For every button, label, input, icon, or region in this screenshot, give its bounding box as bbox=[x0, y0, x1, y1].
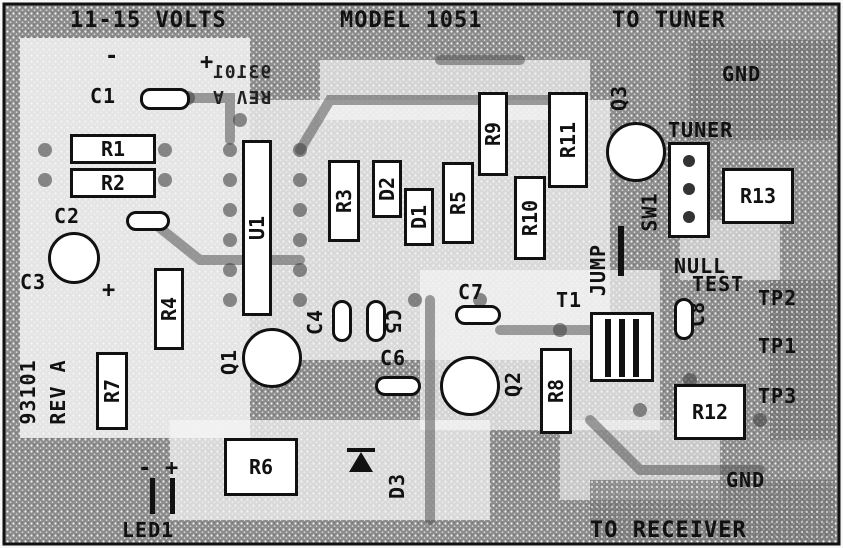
c1-label: C1 bbox=[90, 84, 117, 108]
r8: R8 bbox=[540, 348, 572, 434]
board-id-line1: 93101 bbox=[16, 359, 40, 425]
r10-label: R10 bbox=[518, 199, 542, 237]
r1-label: R1 bbox=[100, 137, 126, 161]
c3-label: C3 bbox=[20, 270, 47, 294]
r9-label: R9 bbox=[481, 121, 505, 147]
d3-label: D3 bbox=[385, 472, 410, 500]
q1-body bbox=[242, 328, 302, 388]
r3-label: R3 bbox=[332, 188, 356, 214]
d2-label: D2 bbox=[375, 176, 399, 202]
r10: R10 bbox=[514, 176, 546, 260]
d3-symbol bbox=[346, 440, 376, 480]
r7: R7 bbox=[96, 352, 128, 430]
r12-label: R12 bbox=[691, 400, 729, 424]
d1-label: D1 bbox=[407, 204, 431, 230]
led-minus-mark: - bbox=[138, 456, 153, 481]
c5-body bbox=[366, 300, 386, 342]
r12: R12 bbox=[674, 384, 746, 440]
null-label: NULL bbox=[674, 254, 727, 278]
u1-label: U1 bbox=[245, 215, 269, 241]
tp1-label: TP1 bbox=[758, 334, 798, 358]
mirror-text-line2: REV A bbox=[212, 86, 272, 107]
t1-label: T1 bbox=[556, 288, 583, 312]
c8-body bbox=[674, 298, 694, 340]
q3-label: Q3 bbox=[607, 84, 632, 112]
r13-label: R13 bbox=[739, 184, 777, 208]
d2: D2 bbox=[372, 160, 402, 218]
c7-label: C7 bbox=[458, 280, 485, 304]
t1-body bbox=[590, 312, 654, 382]
c4-body bbox=[332, 300, 352, 342]
to-receiver-label: TO RECEIVER bbox=[590, 518, 747, 543]
r4-label: R4 bbox=[157, 296, 181, 322]
led-plus-mark: + bbox=[165, 456, 180, 481]
d1: D1 bbox=[404, 188, 434, 246]
to-tuner-label: TO TUNER bbox=[612, 8, 726, 33]
r5: R5 bbox=[442, 162, 474, 244]
sw1-body[interactable] bbox=[668, 142, 710, 238]
jump-bar bbox=[618, 226, 624, 276]
c6-body bbox=[375, 376, 421, 396]
q1-label: Q1 bbox=[217, 348, 242, 376]
r6-label: R6 bbox=[248, 455, 274, 479]
r7-label: R7 bbox=[100, 378, 124, 404]
r11-label: R11 bbox=[556, 121, 580, 159]
r2: R2 bbox=[70, 168, 156, 198]
mirror-text-line1: 93101 bbox=[212, 62, 272, 83]
c7-body bbox=[455, 305, 501, 325]
gnd-top-label: GND bbox=[722, 62, 762, 86]
led1-label: LED1 bbox=[122, 518, 175, 542]
u1: U1 bbox=[242, 140, 272, 316]
diode-icon bbox=[347, 448, 375, 472]
model-label: MODEL 1051 bbox=[340, 8, 483, 33]
r9: R9 bbox=[478, 92, 508, 176]
c1-minus-mark: - bbox=[105, 44, 120, 69]
c2-body bbox=[126, 211, 170, 231]
test-label: TEST bbox=[692, 272, 745, 296]
tp3-label: TP3 bbox=[758, 384, 798, 408]
gnd-bottom-label: GND bbox=[726, 468, 766, 492]
c4-label: C4 bbox=[303, 308, 328, 336]
c1-body bbox=[140, 88, 190, 110]
c3-body bbox=[48, 232, 100, 284]
r6: R6 bbox=[224, 438, 298, 496]
c1-plus-mark: + bbox=[200, 50, 215, 75]
jump-label: JUMP bbox=[586, 243, 611, 297]
tp2-label: TP2 bbox=[758, 286, 798, 310]
led1-leads bbox=[150, 478, 178, 518]
r8-label: R8 bbox=[544, 378, 568, 404]
c3-plus-mark: + bbox=[102, 278, 117, 303]
r1: R1 bbox=[70, 134, 156, 164]
c6-label: C6 bbox=[380, 346, 407, 370]
c2-label: C2 bbox=[54, 204, 81, 228]
r3: R3 bbox=[328, 160, 360, 242]
r11: R11 bbox=[548, 92, 588, 188]
board-id-line2: REV A bbox=[46, 359, 70, 425]
r2-label: R2 bbox=[100, 171, 126, 195]
q3-body bbox=[606, 122, 666, 182]
q2-body bbox=[440, 356, 500, 416]
q2-label: Q2 bbox=[501, 370, 526, 398]
sw1-label: SW1 bbox=[637, 192, 662, 232]
r13: R13 bbox=[722, 168, 794, 224]
r4: R4 bbox=[154, 268, 184, 350]
voltage-label: 11-15 VOLTS bbox=[70, 8, 227, 33]
r5-label: R5 bbox=[446, 190, 470, 216]
tuner-label: TUNER bbox=[668, 118, 734, 142]
